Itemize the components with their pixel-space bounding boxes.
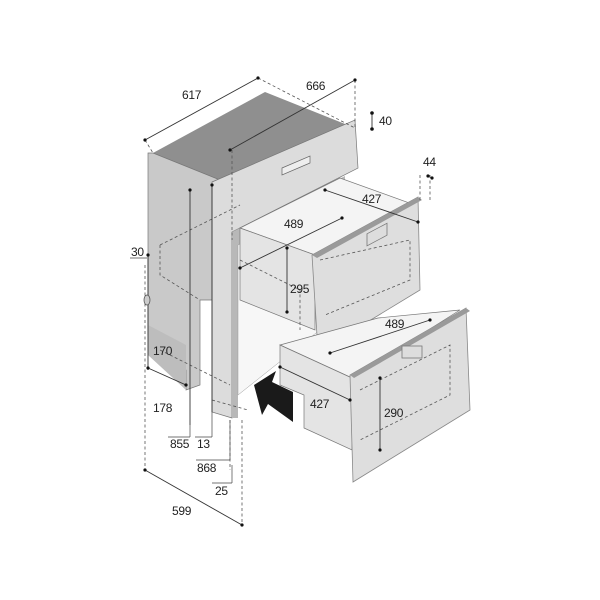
dim-295: 295 [290,282,310,296]
dim-30: 30 [131,245,144,259]
dim-599: 599 [172,504,192,518]
dim-868: 868 [197,461,217,475]
frame-slot [281,155,311,176]
dim-upper-489: 489 [284,217,304,231]
dim-290: 290 [384,406,404,420]
dim-lower-427: 427 [310,397,330,411]
dimension-dots [143,76,434,527]
cabinet-top [153,92,355,188]
upper-drawer-box-side [239,227,316,331]
dim-40: 40 [379,114,392,128]
upper-drawer-front [311,196,421,353]
lower-drawer-handle-icon [401,345,423,359]
dim-170: 170 [153,344,173,358]
dim-617: 617 [182,88,202,102]
insert-direction-arrow-icon [254,371,293,422]
dim-44: 44 [423,155,436,169]
label-leaders [130,257,233,484]
dim-lower-489: 489 [385,317,405,331]
upper-drawer-front-edge [312,197,422,258]
hidden-lines [144,77,451,525]
dim-13: 13 [197,437,210,451]
dim-666: 666 [306,79,326,93]
dim-178: 178 [153,401,173,415]
upper-drawer-handle-icon [366,222,388,247]
lower-drawer-front-edge [350,308,470,378]
cabinet-recess [148,325,186,390]
dim-upper-427: 427 [362,192,382,206]
side-hinge-icon [143,294,151,306]
dimension-lines [144,77,431,526]
dim-855: 855 [170,437,190,451]
dim-25: 25 [215,484,228,498]
